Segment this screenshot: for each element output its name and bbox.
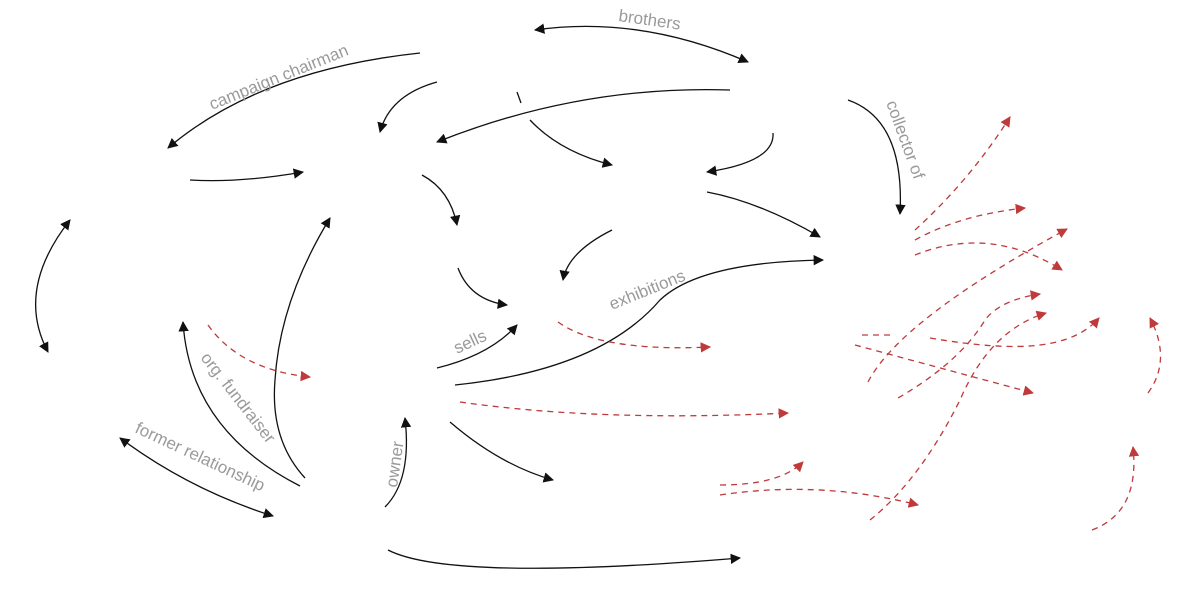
edge (706, 191, 821, 238)
dashed-edge (719, 488, 920, 508)
solid-edges (34, 23, 906, 569)
dashed-edge (914, 116, 1011, 231)
dashed-edge (914, 242, 1063, 271)
label-sells: sells (451, 326, 490, 358)
edge (273, 217, 331, 479)
label-campaign-chairman: campaign chairman (206, 41, 351, 114)
edge (421, 174, 461, 227)
edge (449, 421, 555, 483)
edge-tick (516, 91, 522, 104)
edge (436, 88, 731, 144)
label-brothers: brothers (617, 6, 681, 33)
edge (189, 168, 305, 182)
edge-collector-of (847, 99, 906, 216)
edge (559, 229, 613, 282)
edge-labels: brothers campaign chairman collector of … (132, 6, 928, 495)
edge-owner (384, 416, 412, 508)
dashed-edge (1147, 317, 1162, 394)
label-collector-of: collector of (882, 98, 928, 182)
dashed-edge (897, 290, 1042, 399)
dashed-edges (207, 116, 1162, 531)
dashed-edge (867, 228, 1068, 383)
edge (34, 219, 71, 353)
edge-exhibitions (454, 254, 825, 386)
dashed-edge (207, 324, 312, 382)
dashed-edge (914, 203, 1027, 241)
dashed-edge (929, 317, 1100, 348)
edge (705, 132, 774, 176)
edge-org-fundraiser (178, 320, 301, 487)
label-exhibitions: exhibitions (606, 266, 688, 314)
edge-campaign-chairman (167, 52, 421, 149)
edge-sells (436, 324, 518, 369)
edge (377, 81, 438, 134)
edge (387, 549, 742, 569)
dashed-edge (719, 461, 804, 486)
label-owner: owner (382, 440, 407, 489)
dashed-edge (459, 401, 790, 419)
label-former-relationship: former relationship (132, 418, 268, 495)
edge (457, 267, 509, 309)
edge-brothers (533, 23, 749, 64)
edge (529, 119, 614, 168)
dashed-edge (557, 321, 712, 353)
edge-former-relationship (119, 437, 274, 519)
dashed-edge (869, 310, 1047, 521)
label-org-fundraiser: org. fundraiser (197, 349, 280, 447)
dashed-edge (1091, 445, 1140, 531)
dashed-edge (854, 344, 1035, 396)
